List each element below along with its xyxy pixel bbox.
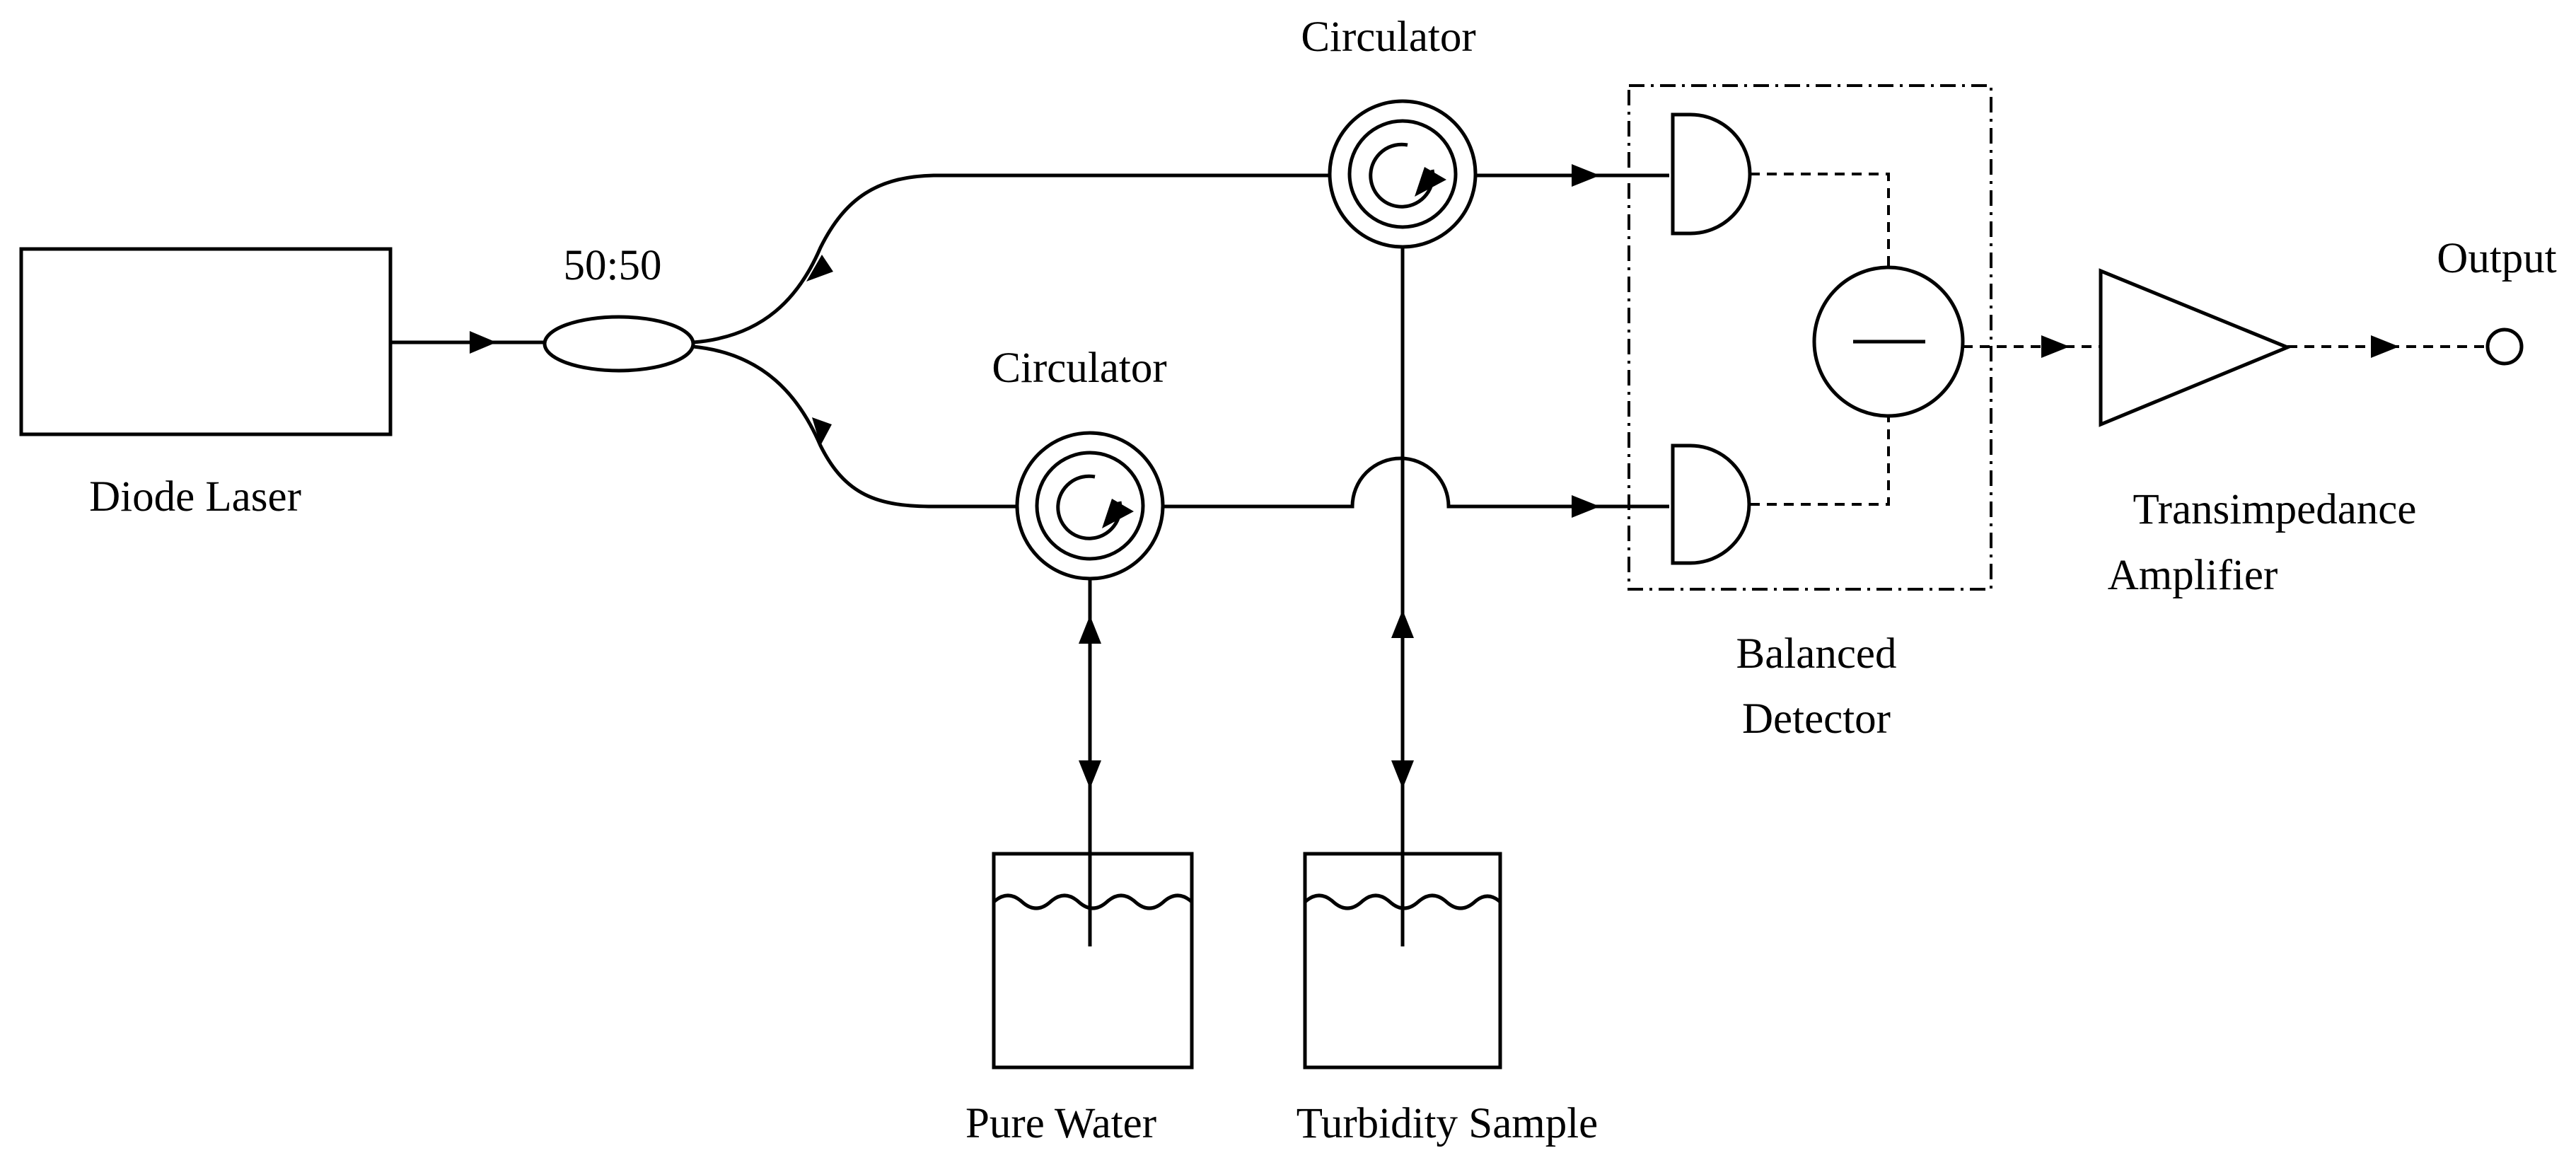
lower-photodiode-signal <box>1750 416 1890 506</box>
arrow-head <box>1079 760 1101 789</box>
turbidity-sample-label: Turbidity Sample <box>1296 1100 1599 1147</box>
upper-photodiode-signal <box>1750 173 1890 267</box>
subtractor <box>1812 265 1965 418</box>
arrow-head <box>1572 495 1600 518</box>
circulator-top <box>1328 99 1478 249</box>
upper-branch-fiber <box>692 173 1330 344</box>
arrow-head <box>1391 760 1414 789</box>
arrow-head <box>1572 164 1600 187</box>
turbidity-sample-container <box>1303 852 1502 1070</box>
diode-laser-box <box>19 247 393 436</box>
bottom-circulator-to-detector-fiber <box>1163 456 1669 509</box>
arrow-head <box>470 331 497 354</box>
transimpedance-amplifier <box>2099 268 2292 427</box>
circulator-bottom-label: Circulator <box>992 344 1166 392</box>
photodiode-lower <box>1671 444 1751 565</box>
output-terminal <box>2485 328 2524 366</box>
arrow-head <box>1079 615 1101 644</box>
photodiode-upper <box>1671 112 1752 236</box>
coupler-ratio-label: 50:50 <box>564 242 662 289</box>
arrow-head <box>1391 610 1414 638</box>
balanced-detector-label-line1: Balanced <box>1736 630 1897 678</box>
diode-laser-label: Diode Laser <box>89 473 301 521</box>
pure-water-container <box>992 852 1194 1070</box>
circulator-bottom <box>1015 431 1165 581</box>
arrow-head <box>812 417 832 446</box>
output-label: Output <box>2437 235 2557 282</box>
pure-water-label: Pure Water <box>965 1100 1156 1147</box>
arrow-head <box>2371 335 2399 358</box>
arrow-head <box>806 255 833 282</box>
balanced-detector-label-line2: Detector <box>1742 695 1891 743</box>
arrow-head <box>2041 335 2070 358</box>
tia-label-line1: Transimpedance <box>2133 486 2417 533</box>
lower-branch-fiber <box>692 344 1017 509</box>
circulator-top-label: Circulator <box>1301 13 1475 61</box>
tia-label-line2: Amplifier <box>2108 552 2278 599</box>
balanced-detector-enclosure <box>1628 84 1992 591</box>
fiber-coupler-50-50 <box>543 315 695 373</box>
